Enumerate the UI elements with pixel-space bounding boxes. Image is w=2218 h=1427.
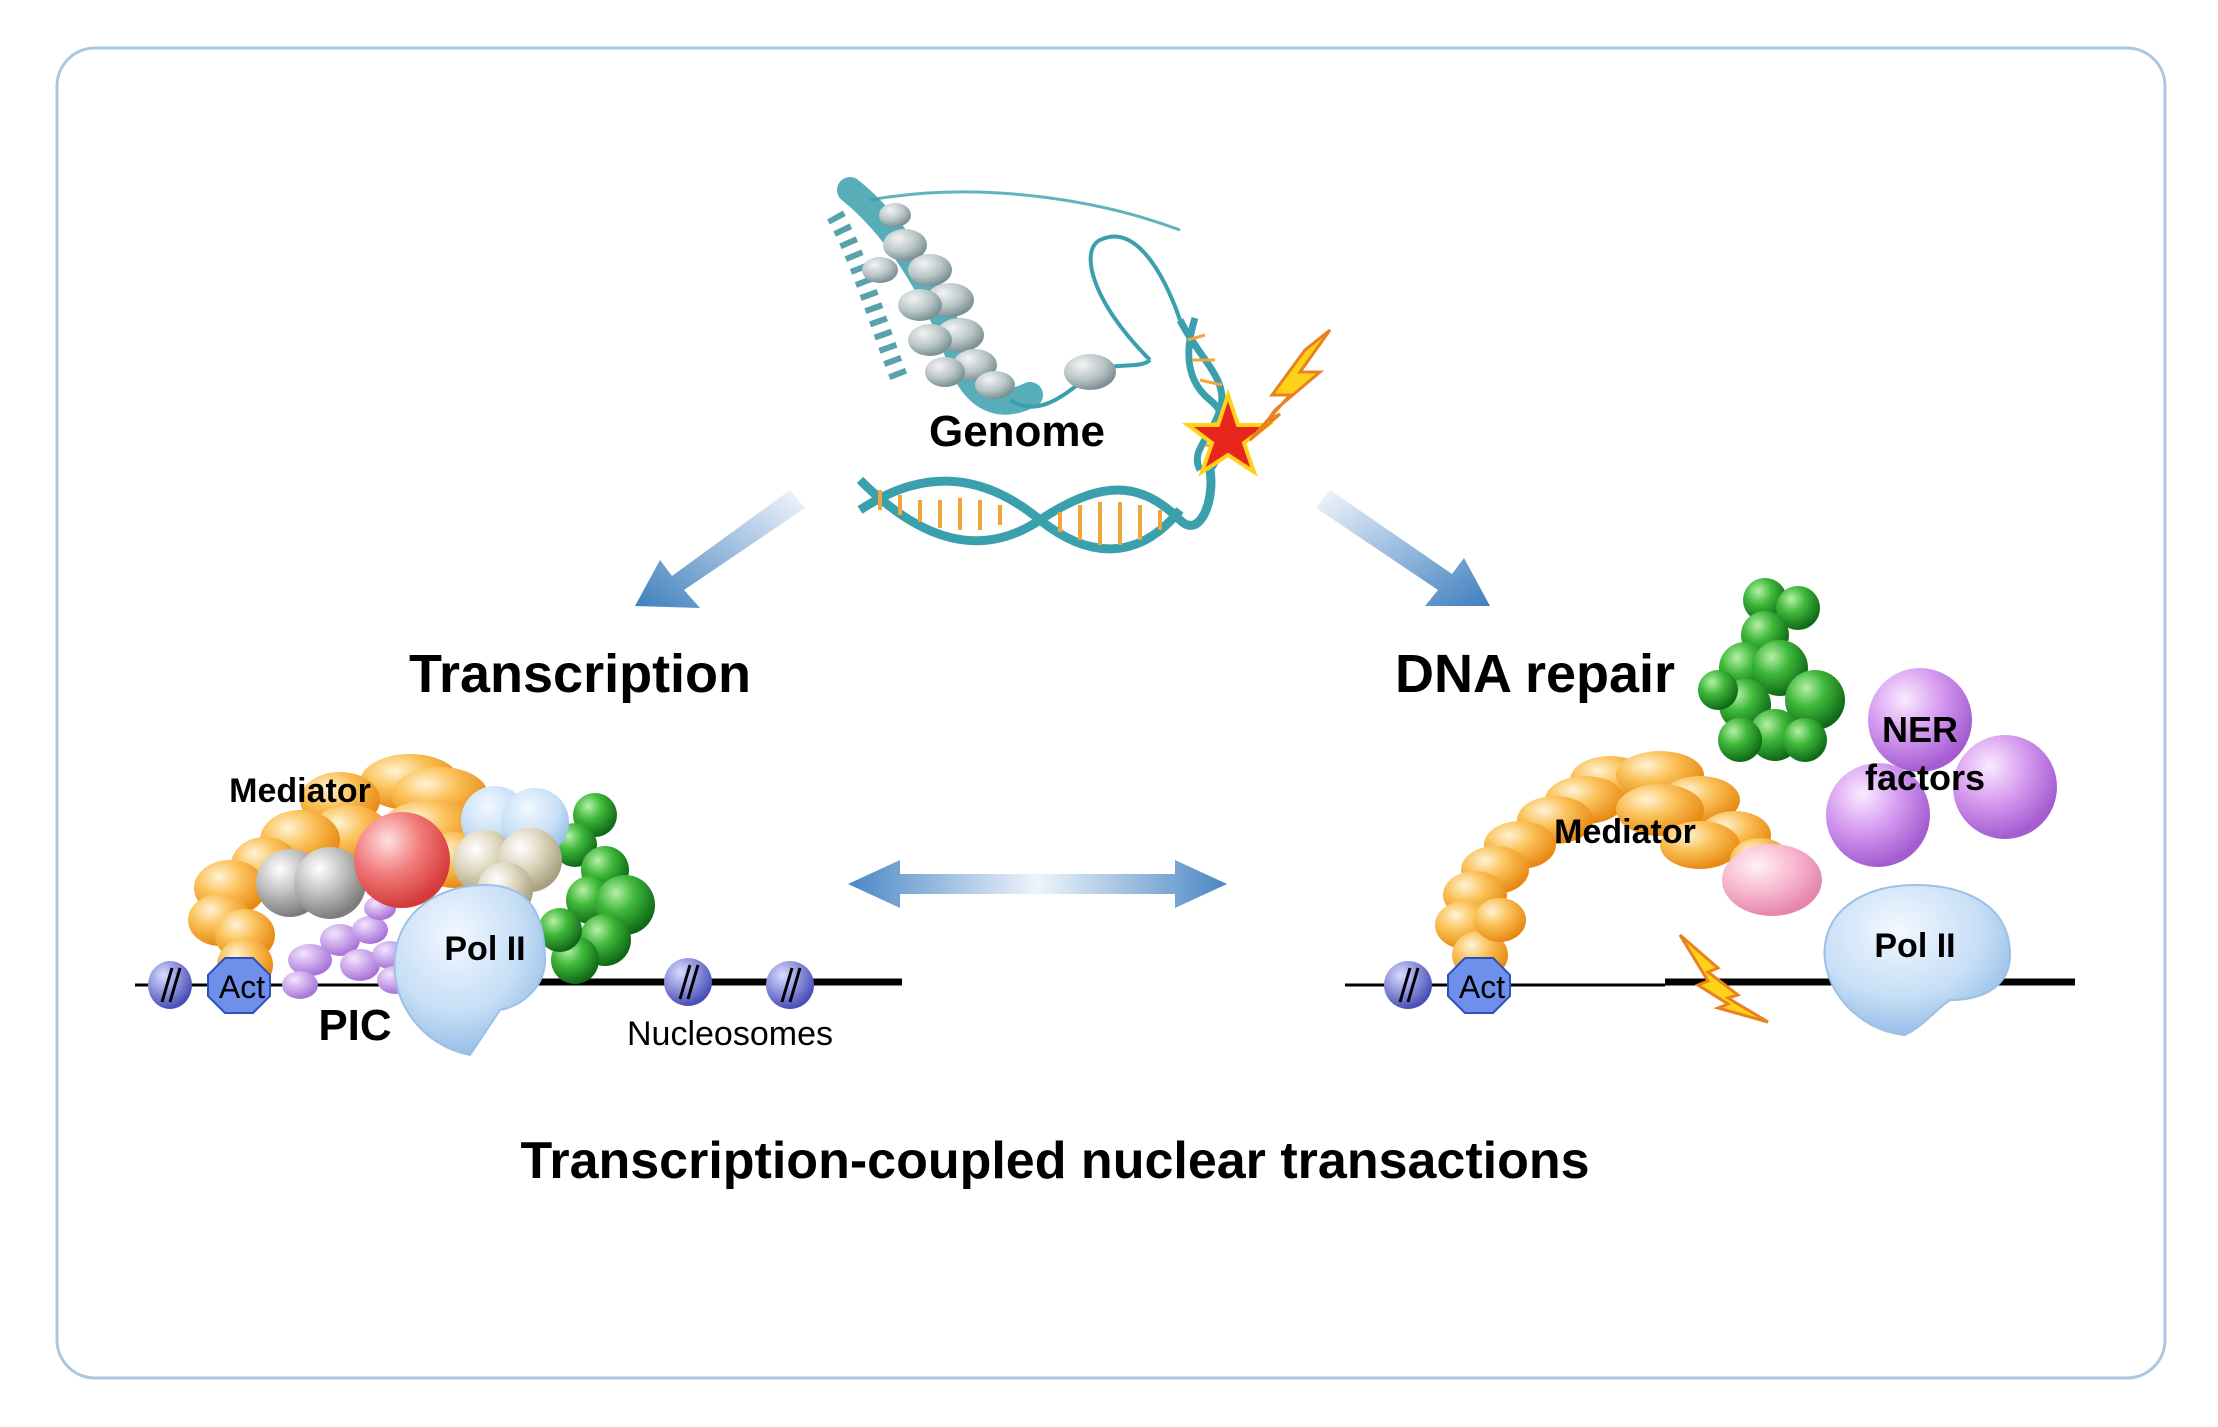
left-act — [207, 957, 271, 1014]
ner-factors — [1826, 668, 2057, 867]
chromatin-nucleosomes — [862, 203, 1015, 399]
single-nucleosome — [1064, 354, 1116, 390]
left-pol-ii-label: Pol II — [444, 930, 525, 968]
right-nucleosome — [1384, 961, 1432, 1009]
right-lightning-bolt-icon — [1678, 933, 1769, 1024]
dna-repair-panel: NER factors Mediator Pol II Ac — [1345, 578, 2075, 1037]
right-mediator-label: Mediator — [1554, 813, 1696, 851]
left-act-label: Act — [219, 969, 265, 1005]
damage-star-icon — [1182, 388, 1274, 477]
frame — [55, 46, 2167, 1380]
ner-label-line2: factors — [1865, 757, 1985, 798]
left-nucleosome-1 — [148, 961, 192, 1009]
left-pol-ii — [393, 883, 547, 1057]
chromatin-fiber — [827, 177, 1182, 415]
arrow-to-dna-repair — [1316, 490, 1490, 606]
right-pink-factor — [1722, 844, 1822, 916]
genome-label: Genome — [929, 407, 1105, 456]
right-pol-ii-label: Pol II — [1874, 927, 1955, 965]
pic-label: PIC — [318, 1001, 391, 1050]
footer-caption: Transcription-coupled nuclear transactio… — [520, 1132, 1589, 1190]
arrow-to-transcription — [635, 490, 805, 608]
dna-helix — [856, 316, 1229, 554]
lightning-bolt-icon — [1248, 328, 1332, 442]
genome-illustration: Genome — [827, 177, 1332, 554]
ner-label-line1: NER — [1882, 709, 1958, 750]
left-green-factor — [538, 793, 655, 984]
right-act — [1447, 957, 1511, 1014]
dna-repair-title: DNA repair — [1395, 644, 1675, 704]
right-act-label: Act — [1459, 969, 1505, 1005]
left-nucleosome-3 — [766, 961, 814, 1009]
right-pol-ii — [1823, 883, 2012, 1037]
transcription-panel: Pol II Act Mediator PIC Nucleosomes — [135, 754, 902, 1057]
bidirectional-arrow — [848, 860, 1227, 908]
left-nucleosome-2 — [664, 958, 712, 1006]
transcription-title: Transcription — [409, 644, 751, 704]
nucleosomes-label: Nucleosomes — [627, 1015, 833, 1053]
right-green-factor — [1698, 578, 1845, 762]
left-red-factor — [354, 812, 450, 908]
left-mediator-label: Mediator — [229, 772, 371, 810]
